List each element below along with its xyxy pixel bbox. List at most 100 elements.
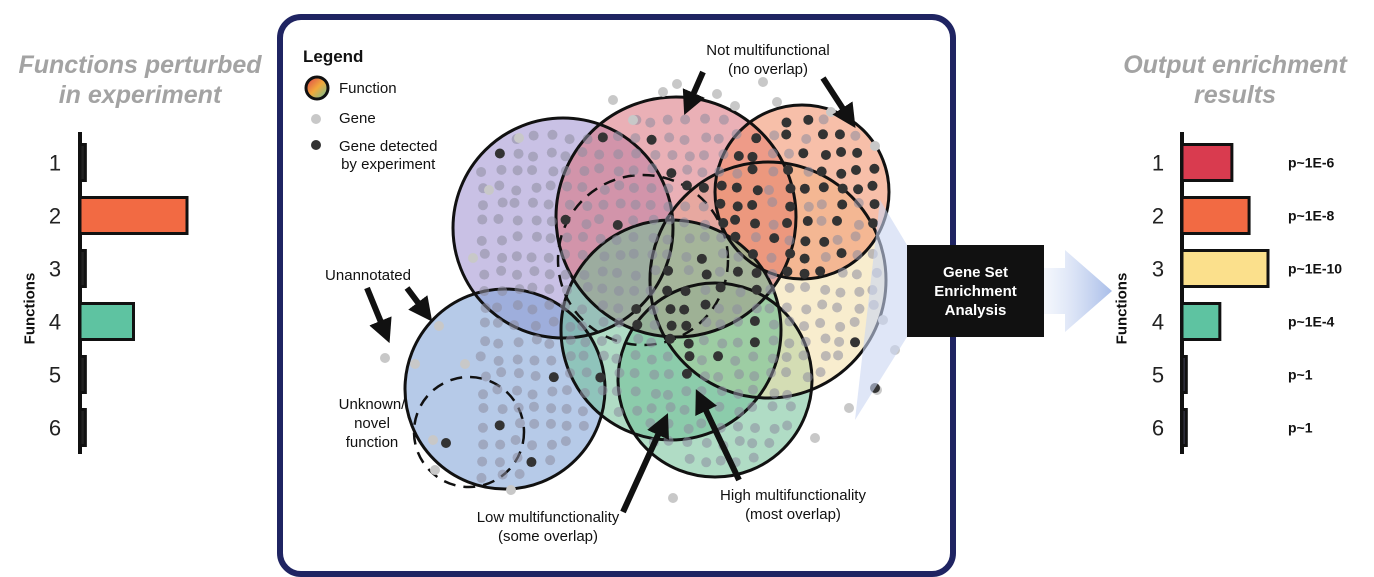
detected-gene-dot bbox=[782, 266, 793, 277]
gene-dot bbox=[548, 166, 559, 177]
bar bbox=[1180, 196, 1251, 235]
bar bbox=[1180, 302, 1222, 341]
gene-dot bbox=[477, 456, 488, 467]
gene-dot bbox=[497, 469, 508, 480]
gene-dot bbox=[663, 435, 674, 446]
low-multifunctionality-label: Low multifunctionality (some overlap) bbox=[453, 508, 643, 546]
gene-dot bbox=[599, 251, 610, 262]
gene-dot bbox=[430, 465, 440, 475]
gene-dot bbox=[632, 405, 643, 416]
legend-function-icon bbox=[304, 75, 330, 101]
detected-gene-dot bbox=[731, 182, 742, 193]
diagram-panel: Legend Function Gene Gene detected by ex… bbox=[277, 14, 956, 577]
detected-gene-dot bbox=[747, 151, 758, 162]
gene-dot bbox=[579, 166, 590, 177]
gene-dot bbox=[476, 235, 487, 246]
gene-dot bbox=[681, 251, 692, 262]
gene-dot bbox=[594, 163, 605, 174]
gene-dot bbox=[493, 214, 504, 225]
detected-gene-dot bbox=[798, 148, 809, 159]
gene-dot bbox=[717, 248, 728, 259]
gene-dot bbox=[545, 418, 556, 429]
detected-gene-dot bbox=[769, 233, 780, 244]
pvalue-label: p~1E-10 bbox=[1288, 261, 1342, 277]
gene-dot bbox=[768, 335, 779, 346]
detected-gene-dot bbox=[441, 438, 451, 448]
gene-dot bbox=[679, 404, 690, 415]
gene-dot bbox=[718, 149, 729, 160]
legend-detected-line2: by experiment bbox=[341, 156, 436, 173]
gene-dot bbox=[628, 115, 638, 125]
gene-dot bbox=[484, 185, 494, 195]
gene-dot bbox=[648, 304, 659, 315]
gene-dot bbox=[577, 147, 588, 158]
gene-dot bbox=[663, 369, 674, 380]
gene-dot bbox=[631, 148, 642, 159]
gene-dot bbox=[826, 107, 836, 117]
gene-dot bbox=[512, 452, 523, 463]
gene-dot bbox=[682, 437, 693, 448]
gene-dot bbox=[494, 180, 505, 191]
gene-dot bbox=[629, 368, 640, 379]
gene-dot bbox=[798, 350, 809, 361]
gene-dot bbox=[599, 184, 610, 195]
detected-gene-dot bbox=[646, 134, 657, 145]
gene-dot bbox=[700, 371, 711, 382]
gene-dot bbox=[477, 214, 488, 225]
gene-dot bbox=[662, 114, 673, 125]
gene-dot bbox=[492, 384, 503, 395]
detected-gene-dot bbox=[733, 150, 744, 161]
gene-dot bbox=[477, 200, 488, 211]
high-line1: High multifunctionality bbox=[720, 487, 866, 504]
gene-dot bbox=[665, 402, 676, 413]
gene-dot bbox=[581, 219, 592, 230]
gene-dot bbox=[844, 403, 854, 413]
unknown-line3: function bbox=[345, 434, 399, 451]
detected-gene-dot bbox=[782, 218, 793, 229]
detected-gene-dot bbox=[820, 149, 831, 160]
gene-dot bbox=[682, 164, 693, 175]
detected-gene-dot bbox=[832, 215, 843, 226]
detected-gene-dot bbox=[666, 320, 677, 331]
gene-dot bbox=[672, 79, 682, 89]
gene-dot bbox=[646, 183, 657, 194]
high-line2: (most overlap) bbox=[745, 506, 841, 523]
gene-dot bbox=[767, 269, 778, 280]
gene-dot bbox=[662, 351, 673, 362]
gene-dot bbox=[849, 316, 860, 327]
gene-dot bbox=[663, 201, 674, 212]
gene-dot bbox=[477, 422, 488, 433]
gene-dot bbox=[854, 303, 865, 314]
detected-gene-dot bbox=[852, 147, 863, 158]
legend-title: Legend bbox=[303, 47, 364, 66]
gene-dot bbox=[650, 149, 661, 160]
bar bbox=[1180, 249, 1270, 288]
right-panel-title: Output enrichment results bbox=[1100, 50, 1370, 110]
detected-gene-dot bbox=[597, 132, 608, 143]
detected-gene-dot bbox=[680, 286, 691, 297]
gene-dot bbox=[582, 282, 593, 293]
gene-dot bbox=[890, 345, 900, 355]
gene-dot bbox=[544, 284, 555, 295]
detected-gene-dot bbox=[800, 236, 811, 247]
gene-dot bbox=[732, 168, 743, 179]
gene-dot bbox=[479, 269, 490, 280]
gene-dot bbox=[615, 250, 626, 261]
gene-dot bbox=[544, 269, 555, 280]
gene-dot bbox=[614, 367, 625, 378]
legend-detected-label: Gene detected by experiment bbox=[339, 138, 437, 174]
gene-dot bbox=[479, 248, 490, 259]
gene-dot bbox=[546, 439, 557, 450]
gene-dot bbox=[801, 133, 812, 144]
left-panel-title: Functions perturbed in experiment bbox=[10, 50, 270, 110]
gene-dot bbox=[581, 367, 592, 378]
gene-dot bbox=[514, 418, 525, 429]
gene-dot bbox=[701, 132, 712, 143]
detected-gene-dot bbox=[679, 304, 690, 315]
gene-dot bbox=[509, 320, 520, 331]
gene-dot bbox=[562, 232, 573, 243]
gene-dot bbox=[647, 163, 658, 174]
gene-dot bbox=[546, 355, 557, 366]
detected-gene-dot bbox=[783, 164, 794, 175]
gene-dot bbox=[614, 180, 625, 191]
